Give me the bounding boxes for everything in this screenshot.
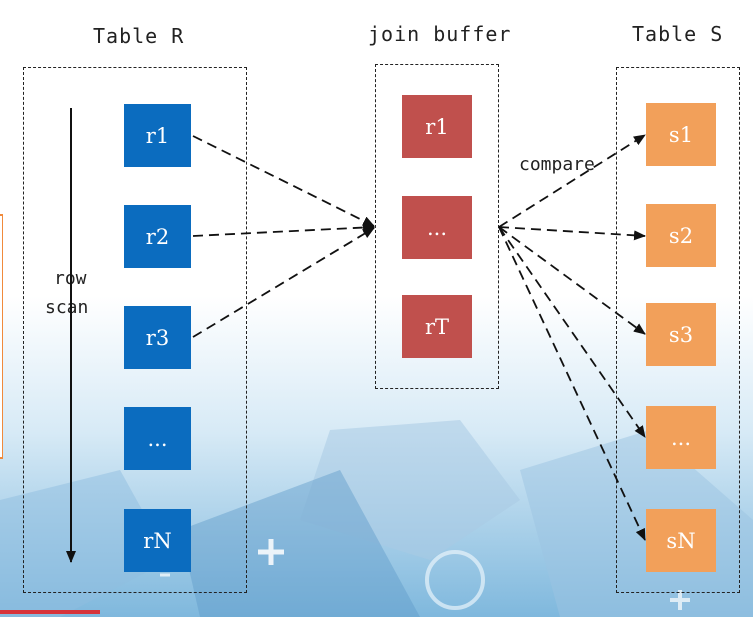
table-r-row-n: rN — [124, 509, 191, 572]
table-s-row-2: s2 — [646, 204, 716, 267]
side-accent-inner — [0, 216, 2, 457]
compare-label: compare — [519, 154, 595, 175]
table-r-row-ellipsis: ... — [124, 407, 191, 470]
table-s-row-3: s3 — [646, 303, 716, 366]
table-s-row-1: s1 — [646, 103, 716, 166]
table-s-row-n: sN — [646, 509, 716, 572]
table-r-title: Table R — [93, 24, 185, 48]
join-buffer-row-ellipsis: ... — [402, 196, 472, 259]
join-buffer-row-t: rT — [402, 295, 472, 358]
table-r-row-1: r1 — [124, 104, 191, 167]
table-s-title: Table S — [632, 22, 724, 46]
table-r-row-2: r2 — [124, 205, 191, 268]
table-s-row-ellipsis: ... — [646, 406, 716, 469]
table-r-row-3: r3 — [124, 306, 191, 369]
join-buffer-title: join buffer — [368, 22, 512, 46]
row-label: row — [54, 268, 87, 289]
scan-label: scan — [45, 297, 89, 318]
join-buffer-row-1: r1 — [402, 95, 472, 158]
